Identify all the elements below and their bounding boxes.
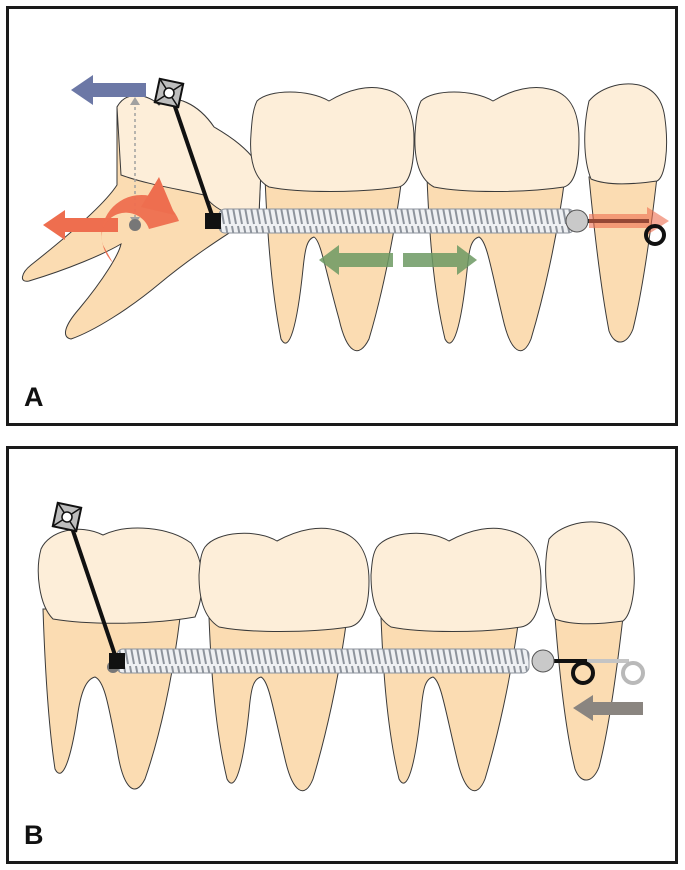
bracket (205, 213, 221, 229)
panel-label: B (24, 820, 44, 850)
anterior-tooth (545, 521, 635, 781)
panel-label: A (24, 382, 44, 412)
miniscrew-head (153, 77, 185, 109)
panel-a-illustration (22, 75, 669, 351)
upward-force-arrow (71, 75, 146, 105)
panel-b-illustration (37, 501, 645, 791)
coil-spring (116, 648, 530, 674)
panel-a: A (6, 6, 678, 426)
stop-bead (565, 209, 589, 233)
dashed-line-arrowhead (130, 97, 140, 105)
miniscrew-arm (169, 94, 216, 222)
miniscrew-arm (67, 518, 119, 662)
wire-loop (644, 224, 666, 246)
center-of-resistance (129, 219, 141, 231)
retraction-arrow (573, 695, 643, 721)
miniscrew-head (51, 501, 83, 533)
panel-b: B (6, 446, 678, 864)
stop-bead (531, 649, 555, 673)
green-right-arrow (403, 245, 477, 275)
previous-loop-position (621, 661, 645, 685)
green-left-arrow (319, 245, 393, 275)
coil-spring (218, 208, 575, 234)
bracket (109, 653, 125, 669)
wire-loop (571, 661, 595, 685)
rotation-moment-arrow (101, 177, 179, 263)
